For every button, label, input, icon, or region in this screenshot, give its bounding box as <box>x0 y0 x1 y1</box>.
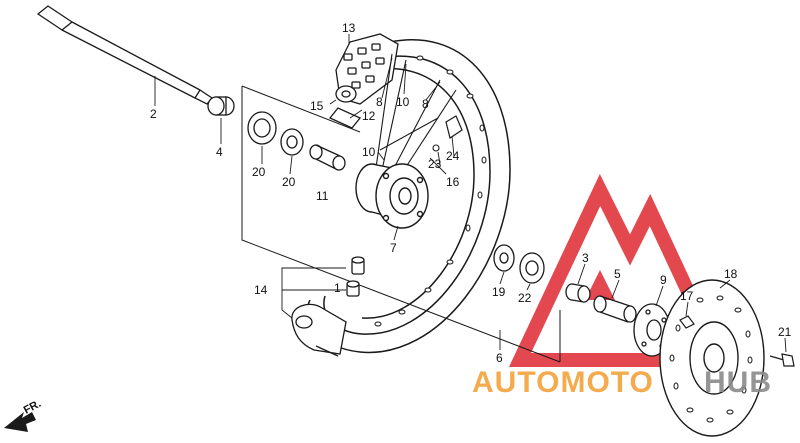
disc-bolt-18 <box>769 353 795 367</box>
label-7: 7 <box>390 241 397 255</box>
label-6: 6 <box>496 351 503 365</box>
brake-bracket-24 <box>445 115 463 139</box>
label-19: 17 <box>680 289 694 303</box>
label-17: 18 <box>724 267 738 281</box>
watermark-wordmark: AUTOMOTO HUB <box>472 366 772 399</box>
valve-nut <box>351 256 365 275</box>
seal-21 <box>247 111 277 145</box>
collar <box>207 96 235 116</box>
label-3: 3 <box>582 251 589 265</box>
watermark-text-automoto: AUTOMOTO <box>472 366 654 399</box>
rim-lock <box>291 303 347 357</box>
label-24: 24 <box>446 149 460 163</box>
label-10-top: 10 <box>396 95 410 109</box>
label-10-mid: 10 <box>362 145 376 159</box>
disc-bolt-19 <box>679 315 695 329</box>
spoke-nipple-23 <box>432 144 440 152</box>
label-21: 20 <box>252 165 266 179</box>
label-8-right: 8 <box>422 97 429 111</box>
label-5: 5 <box>614 267 621 281</box>
label-14: 14 <box>254 283 268 297</box>
label-12: 12 <box>362 109 376 123</box>
label-9: 9 <box>660 273 667 287</box>
label-20-right: 19 <box>492 285 506 299</box>
seal-22 <box>519 252 545 284</box>
label-22: 22 <box>518 291 532 305</box>
side-collar <box>565 283 591 303</box>
label-8-left: 8 <box>376 95 383 109</box>
label-11: 11 <box>316 189 329 203</box>
label-13: 13 <box>342 21 356 35</box>
brake-disc-holes <box>669 295 753 423</box>
label-16: 16 <box>446 175 460 189</box>
hub-spacer <box>593 295 637 323</box>
bearing-20-left <box>280 128 304 156</box>
label-23: 23 <box>428 157 442 171</box>
rim-spoke-holes <box>374 55 487 327</box>
label-20-left: 20 <box>282 175 296 189</box>
tube-valve-15 <box>335 85 357 103</box>
callout-labels: 2 4 20 20 13 15 12 8 10 8 10 24 23 16 11… <box>22 21 792 417</box>
label-18: 21 <box>778 325 792 339</box>
spokes <box>375 53 457 171</box>
bearing-20-right <box>493 244 515 272</box>
rim-band-12 <box>328 107 362 129</box>
direction-label: FR. <box>22 398 43 417</box>
distance-collar <box>309 144 346 171</box>
label-1: 1 <box>334 281 341 295</box>
label-2: 2 <box>150 107 157 121</box>
direction-arrow <box>4 412 36 432</box>
watermark-text-hub: HUB <box>704 366 772 399</box>
exploded-bracket <box>241 85 561 363</box>
leader-lines <box>154 34 787 353</box>
label-15: 15 <box>310 99 324 113</box>
front-hub <box>355 163 429 229</box>
label-4: 4 <box>216 145 223 159</box>
valve-cap <box>346 280 360 297</box>
axle <box>36 5 213 105</box>
